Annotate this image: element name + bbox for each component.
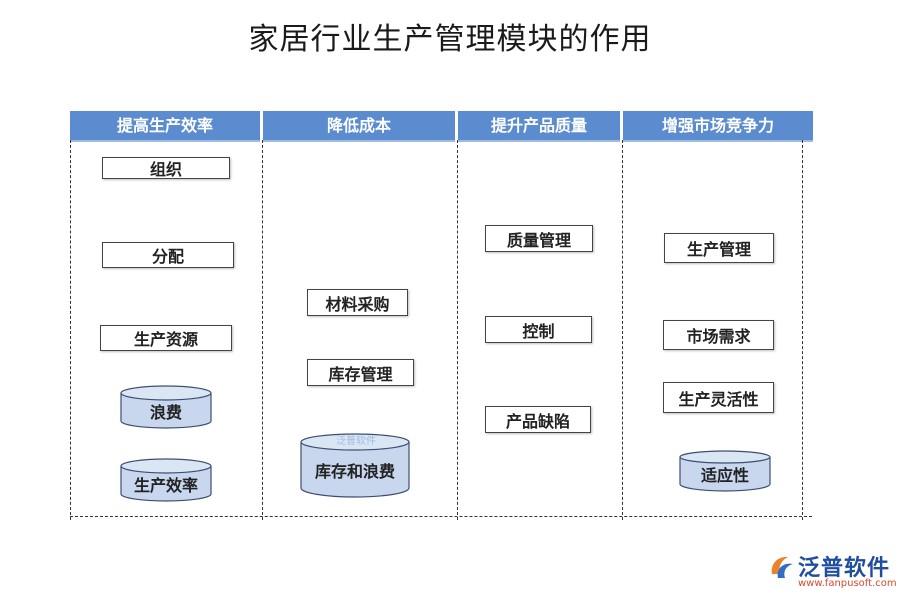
brand-logo-icon bbox=[771, 556, 793, 578]
box-allocate: 分配 bbox=[102, 242, 234, 268]
cylinder-label: 生产效率 bbox=[133, 476, 198, 495]
column-header-cost: 降低成本 bbox=[263, 111, 455, 142]
box-production-management: 生产管理 bbox=[664, 233, 774, 263]
box-product-defects: 产品缺陷 bbox=[485, 406, 591, 433]
cylinder-adaptability: 适应性 bbox=[679, 450, 771, 492]
cylinder-production-efficiency: 生产效率 bbox=[120, 458, 212, 502]
column-header-efficiency: 提高生产效率 bbox=[70, 111, 260, 142]
cylinder-inventory-waste: 库存和浪费 bbox=[300, 433, 410, 498]
column-divider bbox=[70, 140, 71, 520]
box-material-procurement: 材料采购 bbox=[307, 289, 408, 316]
bottom-divider bbox=[70, 516, 812, 517]
brand-url: www.fanpusoft.com bbox=[798, 578, 897, 589]
brand-logo: 泛普软件 www.fanpusoft.com bbox=[768, 552, 897, 596]
brand-name: 泛普软件 bbox=[798, 556, 891, 581]
column-divider bbox=[457, 140, 458, 520]
cylinder-label: 库存和浪费 bbox=[314, 462, 395, 481]
box-organize: 组织 bbox=[102, 157, 230, 179]
page-title: 家居行业生产管理模块的作用 bbox=[248, 22, 652, 57]
box-inventory-management: 库存管理 bbox=[307, 359, 414, 386]
box-production-flexibility: 生产灵活性 bbox=[663, 382, 774, 413]
column-header-quality: 提升产品质量 bbox=[458, 111, 620, 142]
box-control: 控制 bbox=[485, 316, 592, 343]
box-market-demand: 市场需求 bbox=[663, 320, 774, 350]
watermark-text: 泛普软件 bbox=[336, 436, 376, 447]
column-divider bbox=[262, 140, 263, 520]
column-divider bbox=[622, 140, 623, 520]
box-quality-management: 质量管理 bbox=[485, 225, 593, 252]
box-production-resources: 生产资源 bbox=[100, 325, 232, 351]
column-header-competitiveness: 增强市场竞争力 bbox=[623, 111, 813, 142]
column-divider bbox=[802, 140, 803, 520]
cylinder-label: 浪费 bbox=[149, 403, 182, 422]
cylinder-waste: 浪费 bbox=[120, 385, 212, 429]
cylinder-label: 适应性 bbox=[700, 466, 749, 485]
